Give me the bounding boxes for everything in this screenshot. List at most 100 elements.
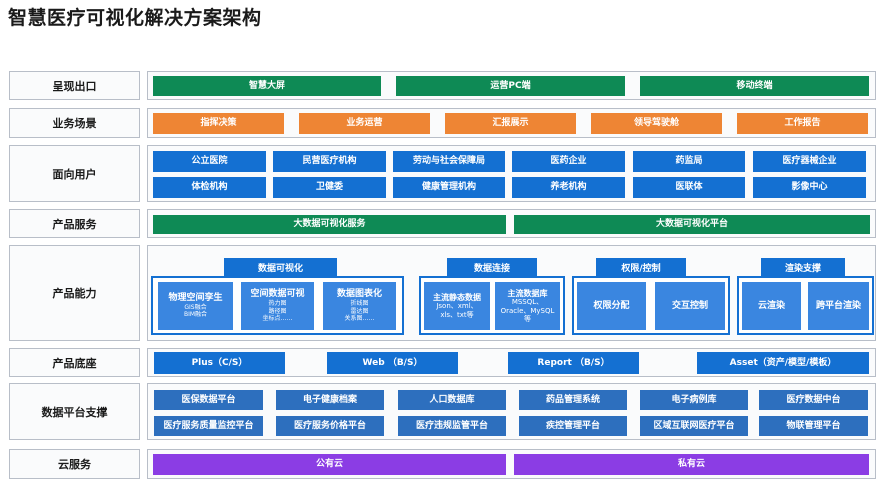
layer-data-platform: 数据平台支撑 医保数据平台 电子健康档案 人口数据库 药品管理系统 电子病例库 …	[9, 383, 876, 440]
layer-content: 指挥决策 业务运营 汇报展示 领导驾驶舱 工作报告	[147, 108, 876, 138]
item-sub: 雷达图	[350, 307, 369, 315]
item-title: 交互控制	[671, 300, 708, 311]
layer-label: 产品底座	[9, 348, 140, 377]
layer-label: 面向用户	[9, 145, 140, 202]
user-box: 药监局	[633, 151, 745, 172]
platform-box: 电子健康档案	[276, 390, 384, 410]
base-box: Plus（C/S）	[154, 352, 285, 374]
layer-presentation: 呈现出口 智慧大屏 运营PC端 移动终端	[9, 71, 876, 100]
group-caption: 数据连接	[447, 258, 537, 277]
base-box: Asset（资产/模型/模板）	[697, 352, 869, 374]
layer-content: 公立医院 民营医疗机构 劳动与社会保障局 医药企业 药监局 医疗器械企业 体检机…	[147, 145, 876, 202]
base-box: Web （B/S）	[327, 352, 458, 374]
user-box: 健康管理机构	[393, 177, 505, 198]
item-sub: GIS融合	[184, 303, 207, 311]
item-sub: 折线图	[350, 300, 369, 308]
platform-box: 医疗服务价格平台	[276, 416, 384, 436]
item-sub: BIM融合	[183, 311, 208, 319]
capability-item: 主流静态数据 Json、xml、 xls、txt等	[424, 282, 490, 330]
layer-label: 产品服务	[9, 209, 140, 238]
platform-box: 疾控管理平台	[519, 416, 627, 436]
user-box: 医疗器械企业	[753, 151, 866, 172]
output-box: 运营PC端	[396, 76, 625, 96]
scenario-box: 工作报告	[737, 113, 868, 134]
item-title: 主流静态数据	[433, 292, 481, 302]
user-box: 卫健委	[273, 177, 386, 198]
layer-scenarios: 业务场景 指挥决策 业务运营 汇报展示 领导驾驶舱 工作报告	[9, 108, 876, 138]
group-caption: 权限/控制	[596, 258, 686, 277]
scenario-box: 汇报展示	[445, 113, 576, 134]
item-sub: 坐标点……	[262, 315, 293, 323]
user-box: 公立医院	[153, 151, 266, 172]
layer-content: 大数据可视化服务 大数据可视化平台	[147, 209, 876, 238]
capability-item: 交互控制	[655, 282, 725, 330]
layer-label: 产品能力	[9, 245, 140, 341]
layer-users: 面向用户 公立医院 民营医疗机构 劳动与社会保障局 医药企业 药监局 医疗器械企…	[9, 145, 876, 202]
user-box: 民营医疗机构	[273, 151, 386, 172]
layer-content: 医保数据平台 电子健康档案 人口数据库 药品管理系统 电子病例库 医疗数据中台 …	[147, 383, 876, 440]
layer-label: 数据平台支撑	[9, 383, 140, 440]
platform-box: 医疗数据中台	[759, 390, 868, 410]
layer-cloud: 云服务 公有云 私有云	[9, 449, 876, 479]
layer-content: 智慧大屏 运营PC端 移动终端	[147, 71, 876, 100]
scenario-box: 领导驾驶舱	[591, 113, 722, 134]
item-sub: 关系图……	[344, 315, 375, 323]
layer-label: 呈现出口	[9, 71, 140, 100]
user-box: 影像中心	[753, 177, 866, 198]
platform-box: 医疗服务质量监控平台	[154, 416, 263, 436]
platform-box: 物联管理平台	[759, 416, 868, 436]
layer-capability: 产品能力 数据可视化 物理空间孪生 GIS融合 BIM融合 空间数据可视 热力图…	[9, 245, 876, 341]
layer-content: Plus（C/S） Web （B/S） Report （B/S） Asset（资…	[147, 348, 876, 377]
group-caption: 渲染支撑	[761, 258, 845, 277]
layer-base: 产品底座 Plus（C/S） Web （B/S） Report （B/S） As…	[9, 348, 876, 377]
item-title: 物理空间孪生	[168, 293, 223, 304]
cloud-box: 公有云	[153, 454, 506, 475]
user-box: 养老机构	[512, 177, 625, 198]
platform-box: 医疗违规监管平台	[398, 416, 506, 436]
capability-item: 权限分配	[577, 282, 646, 330]
user-box: 医药企业	[512, 151, 625, 172]
item-sub: Json、xml、	[436, 302, 478, 311]
scenario-box: 指挥决策	[153, 113, 284, 134]
item-title: 跨平台渲染	[815, 300, 861, 311]
layer-label: 业务场景	[9, 108, 140, 138]
item-sub: xls、txt等	[440, 310, 474, 319]
service-box: 大数据可视化平台	[514, 215, 870, 234]
output-box: 智慧大屏	[153, 76, 381, 96]
group-caption: 数据可视化	[224, 258, 337, 277]
item-sub: 等	[524, 314, 531, 323]
page-title: 智慧医疗可视化解决方案架构	[8, 7, 262, 29]
platform-box: 医保数据平台	[154, 390, 263, 410]
platform-box: 药品管理系统	[519, 390, 627, 410]
layer-services: 产品服务 大数据可视化服务 大数据可视化平台	[9, 209, 876, 238]
service-box: 大数据可视化服务	[153, 215, 506, 234]
capability-item: 数据图表化 折线图 雷达图 关系图……	[323, 282, 396, 330]
user-box: 劳动与社会保障局	[393, 151, 505, 172]
item-title: 数据图表化	[336, 289, 382, 300]
item-sub: 路径图	[268, 307, 287, 315]
cloud-box: 私有云	[514, 454, 869, 475]
scenario-box: 业务运营	[299, 113, 430, 134]
item-title: 主流数据库	[507, 288, 548, 298]
item-title: 权限分配	[593, 300, 630, 311]
layer-label: 云服务	[9, 449, 140, 479]
item-sub: Oracle、MySQL	[500, 306, 555, 315]
layer-content: 公有云 私有云	[147, 449, 876, 479]
capability-item: 空间数据可视 热力图 路径图 坐标点……	[241, 282, 314, 330]
output-box: 移动终端	[640, 76, 869, 96]
item-title: 云渲染	[757, 300, 785, 311]
platform-box: 人口数据库	[398, 390, 506, 410]
platform-box: 电子病例库	[640, 390, 748, 410]
item-sub: MSSQL、	[511, 298, 544, 307]
capability-item: 云渲染	[742, 282, 801, 330]
capability-item: 主流数据库 MSSQL、 Oracle、MySQL 等	[495, 282, 560, 330]
item-title: 空间数据可视	[250, 289, 305, 300]
capability-item: 跨平台渲染	[808, 282, 869, 330]
user-box: 体检机构	[153, 177, 266, 198]
capability-item: 物理空间孪生 GIS融合 BIM融合	[158, 282, 233, 330]
user-box: 医联体	[633, 177, 745, 198]
item-sub: 热力图	[268, 300, 287, 308]
layer-content: 数据可视化 物理空间孪生 GIS融合 BIM融合 空间数据可视 热力图 路径图 …	[147, 245, 876, 341]
platform-box: 区域互联网医疗平台	[640, 416, 748, 436]
base-box: Report （B/S）	[508, 352, 639, 374]
